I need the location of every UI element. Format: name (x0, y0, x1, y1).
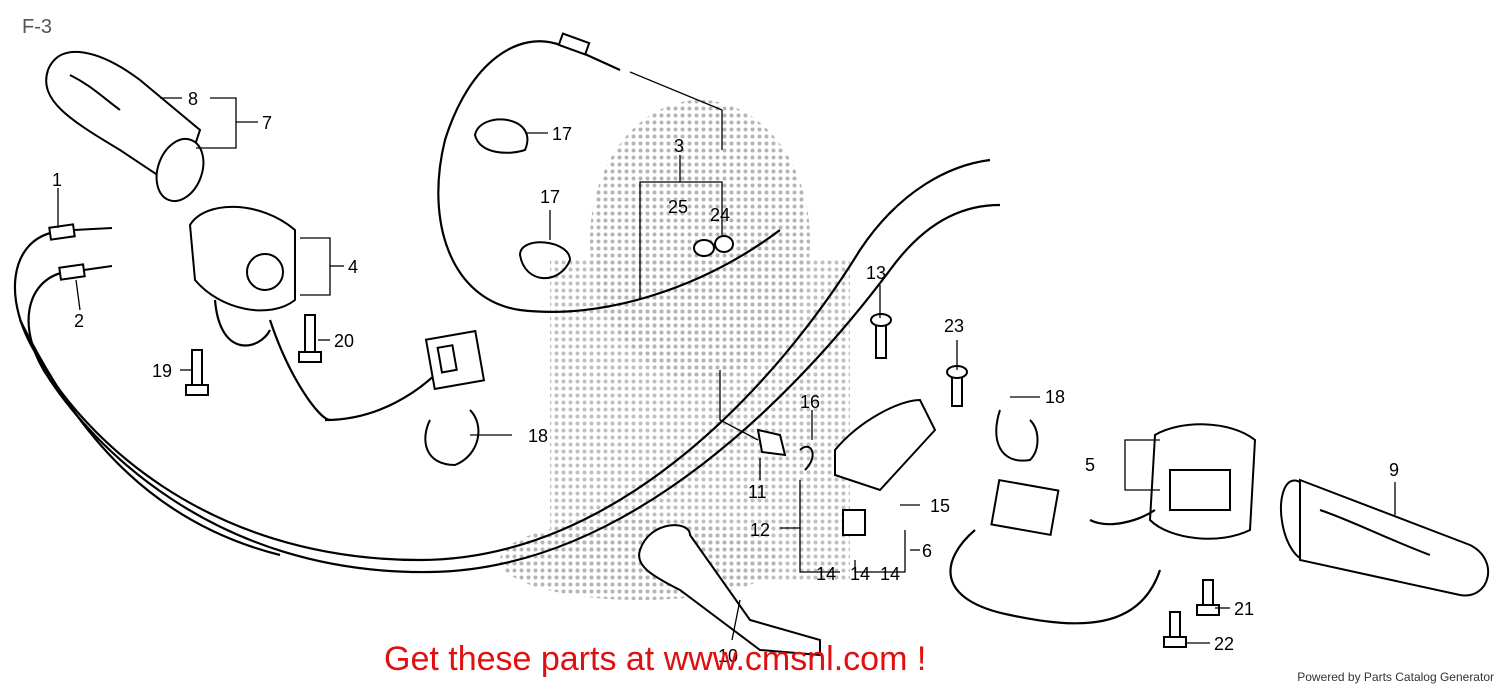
callout-21: 21 (1234, 599, 1254, 619)
washer-24 (714, 235, 734, 253)
callout-24: 24 (710, 205, 730, 225)
callout-17b: 17 (540, 187, 560, 207)
clamp-17a (473, 118, 529, 154)
callout-23: 23 (944, 316, 964, 336)
callout-25: 25 (668, 197, 688, 217)
right-switch-housing (1089, 423, 1257, 540)
callout-5: 5 (1085, 455, 1095, 475)
clamp-18b (995, 409, 1039, 462)
clamp-18a (424, 409, 480, 467)
callout-8: 8 (188, 89, 198, 109)
callout-18b: 18 (1045, 387, 1065, 407)
leader-lines (57, 71, 1396, 644)
callout-19: 19 (152, 361, 172, 381)
callout-14b: 14 (850, 564, 870, 584)
callout-3: 3 (674, 136, 684, 156)
callout-10: 10 (718, 646, 738, 666)
clamp-17b (518, 241, 572, 280)
lever-assembly (638, 398, 937, 657)
left-cable-assembly (13, 158, 1001, 574)
callout-2: 2 (74, 311, 84, 331)
bolt-23 (946, 365, 968, 407)
right-connector (949, 478, 1162, 625)
promo-banner[interactable]: Get these parts at www.cmsnl.com ! (384, 640, 927, 678)
bolt-13 (870, 313, 892, 359)
sheet-id: F-3 (22, 16, 52, 38)
callout-17a: 17 (552, 124, 572, 144)
callout-14c: 14 (880, 564, 900, 584)
callout-20: 20 (334, 331, 354, 351)
callout-6: 6 (922, 541, 932, 561)
callout-7: 7 (262, 113, 272, 133)
callout-11: 11 (748, 482, 767, 502)
bolt-19 (185, 349, 209, 396)
right-grip (1279, 478, 1489, 597)
nut-25 (693, 239, 715, 257)
bolt-21 (1196, 579, 1220, 616)
bolt-20 (298, 314, 322, 363)
callout-18a: 18 (528, 426, 548, 446)
left-switch-housing (188, 205, 441, 422)
callout-14a: 14 (816, 564, 836, 584)
choke-cable (437, 32, 781, 313)
left-grip (45, 50, 205, 202)
callout-4: 4 (348, 257, 358, 277)
callout-16: 16 (800, 392, 820, 412)
callout-9: 9 (1389, 460, 1399, 480)
left-connector (424, 329, 486, 391)
callout-labels: 1 2 3 4 5 6 7 8 9 10 11 12 13 14 14 14 1… (52, 89, 1399, 666)
callout-12: 12 (750, 520, 770, 540)
generator-credit: Powered by Parts Catalog Generator (1297, 670, 1494, 684)
callout-15: 15 (930, 496, 950, 516)
callout-13: 13 (866, 263, 886, 283)
callout-22: 22 (1214, 634, 1234, 654)
bolt-22 (1163, 611, 1187, 648)
callout-1: 1 (52, 170, 62, 190)
